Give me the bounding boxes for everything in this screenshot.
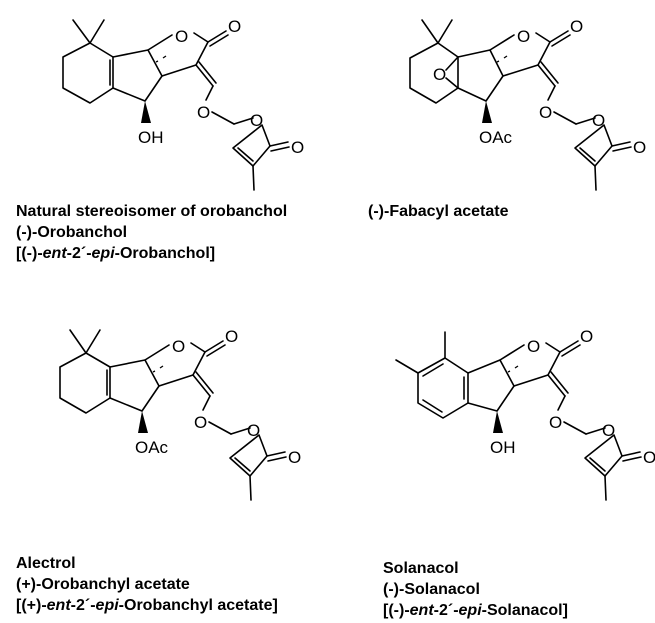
- fabacyl-butenolide-o: O: [592, 111, 605, 130]
- caption-alectrol: Alectrol (+)-Orobanchyl acetate [(+)-ent…: [16, 553, 278, 616]
- solanacol-oh-label: OH: [490, 438, 516, 457]
- fabacyl-butenolide-carbonyl-o: O: [633, 138, 646, 157]
- caption-solanacol: Solanacol (-)-Solanacol [(-)-ent-2´-epi-…: [383, 558, 568, 621]
- alectrol-carbonyl-o: O: [225, 327, 238, 346]
- structure-fabacyl-acetate: O OAc O O O O O: [330, 0, 655, 200]
- caption-orobanchol: Natural stereoisomer of orobanchol (-)-O…: [16, 201, 287, 264]
- fabacyl-carbonyl-o: O: [570, 17, 583, 36]
- alectrol-lactone-o: O: [172, 337, 185, 356]
- caption-orobanchol-line2: (-)-Orobanchol: [16, 224, 128, 241]
- caption-alectrol-line1: Alectrol: [16, 555, 76, 572]
- solanacol-skeleton: OH O O O O O: [395, 327, 655, 501]
- fabacyl-oac-label: OAc: [479, 128, 513, 147]
- solanacol-carbonyl-o: O: [580, 327, 593, 346]
- caption-solanacol-line2: (-)-Solanacol: [383, 581, 480, 598]
- solanacol-enol-o: O: [549, 413, 562, 432]
- fabacyl-acetate-skeleton: O OAc O O O O O: [409, 17, 646, 191]
- orobanchol-carbonyl-o: O: [228, 17, 241, 36]
- alectrol-skeleton: OAc O O O O O: [59, 327, 301, 501]
- solanacol-butenolide-carbonyl-o: O: [643, 448, 655, 467]
- structure-solanacol: OH O O O O O: [330, 310, 655, 530]
- solanacol-lactone-o: O: [527, 337, 540, 356]
- alectrol-enol-o: O: [194, 413, 207, 432]
- caption-orobanchol-line3: [(-)-ent-2´-epi-Orobanchol]: [16, 245, 216, 262]
- caption-fabacyl-line1: (-)-Fabacyl acetate: [368, 203, 509, 220]
- caption-fabacyl-acetate: (-)-Fabacyl acetate: [368, 201, 509, 222]
- solanacol-butenolide-o: O: [602, 421, 615, 440]
- structure-alectrol: OAc O O O O O: [0, 310, 330, 520]
- fabacyl-lactone-o: O: [517, 27, 530, 46]
- fabacyl-epoxide-o: O: [433, 65, 446, 84]
- alectrol-butenolide-o: O: [247, 421, 260, 440]
- orobanchol-skeleton: OH O O O O O: [62, 17, 304, 191]
- orobanchol-oh-label: OH: [138, 128, 164, 147]
- alectrol-butenolide-carbonyl-o: O: [288, 448, 301, 467]
- structure-orobanchol: OH O O O O O: [0, 0, 330, 200]
- orobanchol-enol-o: O: [197, 103, 210, 122]
- caption-alectrol-line3: [(+)-ent-2´-epi-Orobanchyl acetate]: [16, 597, 278, 614]
- fabacyl-enol-o: O: [539, 103, 552, 122]
- caption-solanacol-line1: Solanacol: [383, 560, 459, 577]
- alectrol-oac-label: OAc: [135, 438, 169, 457]
- caption-alectrol-line2: (+)-Orobanchyl acetate: [16, 576, 190, 593]
- orobanchol-lactone-o: O: [175, 27, 188, 46]
- caption-orobanchol-line1: Natural stereoisomer of orobanchol: [16, 203, 288, 220]
- orobanchol-butenolide-carbonyl-o: O: [291, 138, 304, 157]
- caption-solanacol-line3: [(-)-ent-2´-epi-Solanacol]: [383, 602, 568, 619]
- orobanchol-butenolide-o: O: [250, 111, 263, 130]
